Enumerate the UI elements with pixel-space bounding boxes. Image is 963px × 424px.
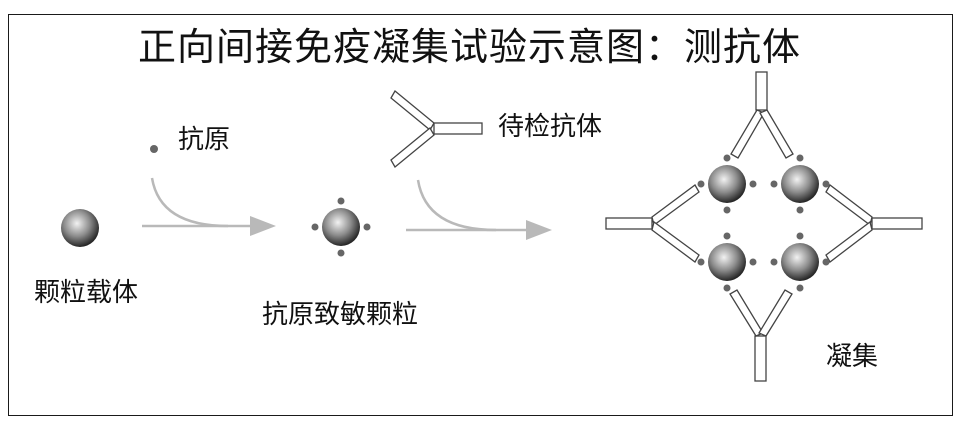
reaction-arrow-1 [142,177,262,228]
agglutination-label: 凝集 [826,342,879,372]
reaction-arrow-2 [406,179,538,232]
agglutination-complex [605,71,923,382]
diagram-frame [8,14,953,416]
lattice-antigens [697,154,830,292]
lattice-particle-bottom-right [781,243,819,281]
diagram-title: 正向间接免疫凝集试验示意图：测抗体 [138,25,802,69]
carrier-label: 颗粒载体 [34,278,139,308]
arrow-2-head [526,220,552,240]
sensitized-particle [311,197,371,257]
carrier-particle [61,209,99,247]
sensitized-particle-label: 抗原致敏颗粒 [262,300,419,330]
lattice-antibodies [605,71,923,382]
antigen-label: 抗原 [178,125,231,155]
lattice-particle-top-right [781,165,819,203]
test-antibody [390,90,483,168]
antibody-label: 待检抗体 [498,112,603,142]
lattice-particle-bottom-left [708,243,746,281]
lattice-particle-top-left [708,165,746,203]
antigen-dot [150,145,158,153]
arrow-1-head [250,216,276,236]
